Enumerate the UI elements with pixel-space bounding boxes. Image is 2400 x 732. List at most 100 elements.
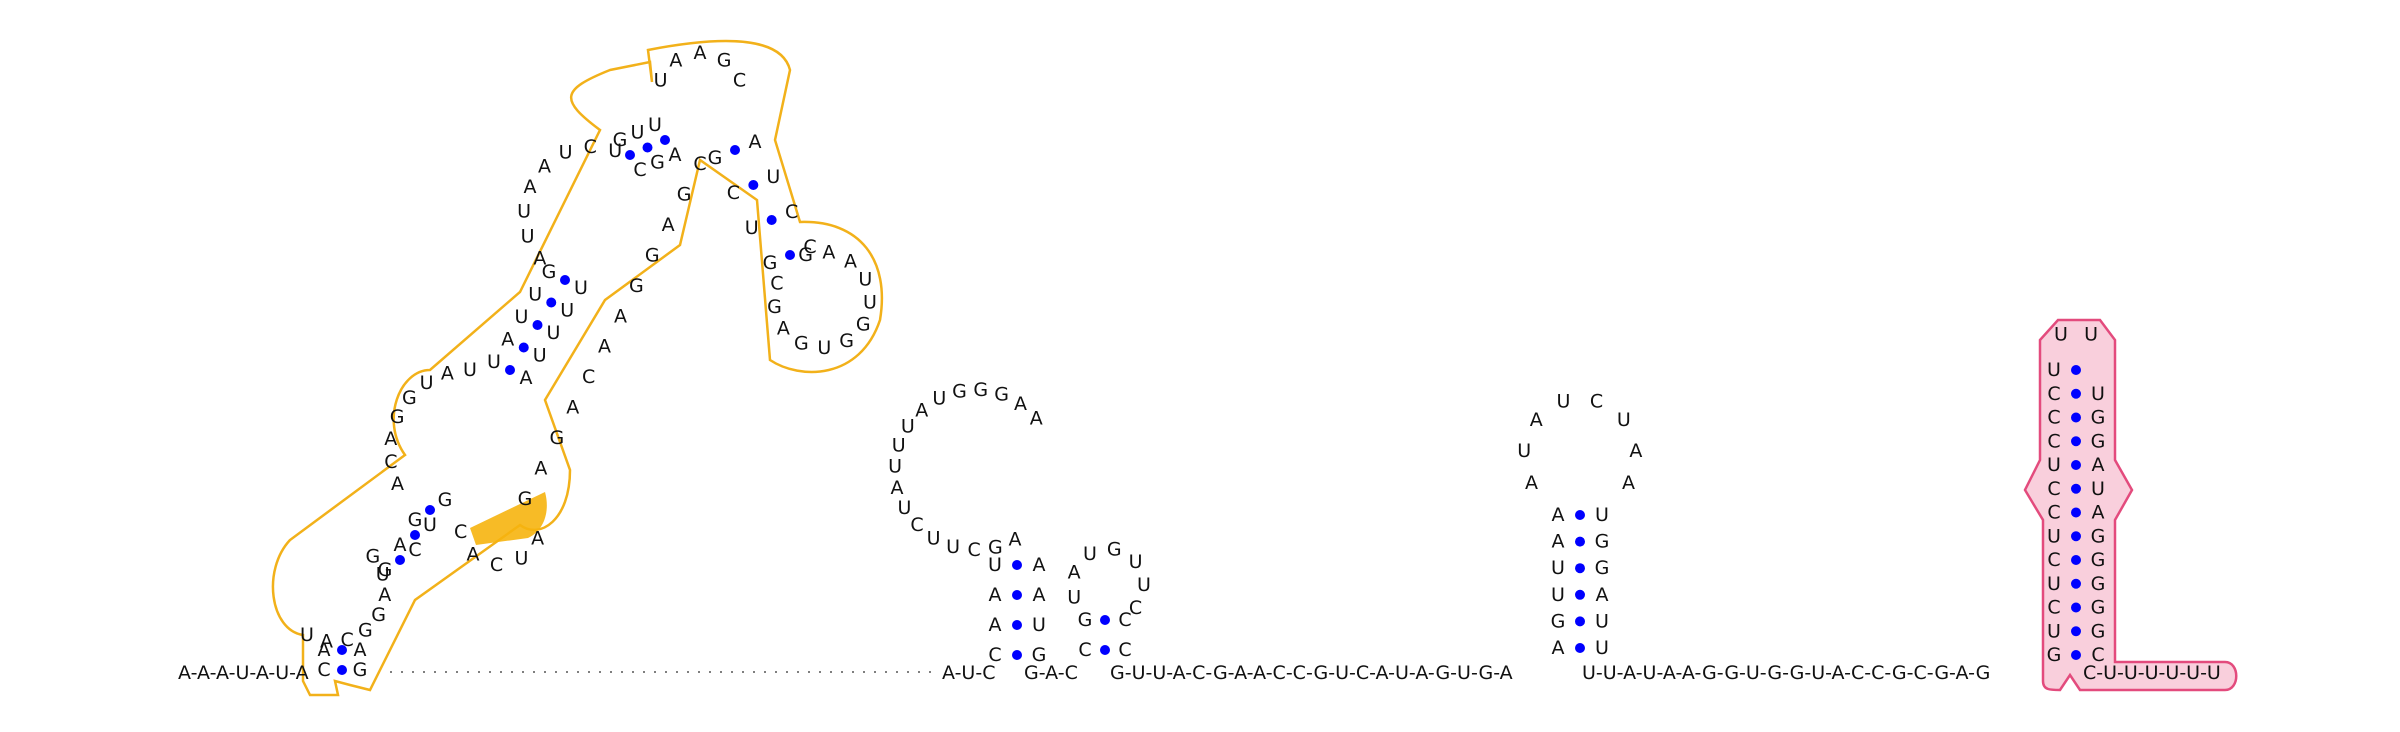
yellow-stem-3-left-0: U <box>487 351 501 373</box>
yellow-loop-1-6: U <box>376 564 390 586</box>
yellow-stem-4-left-1: U <box>631 122 645 144</box>
yellow-stem-1-pair-1 <box>337 645 347 655</box>
pink-stem-pair-2 <box>2071 602 2081 613</box>
yellow-side-loop-5: G <box>856 314 871 336</box>
yellow-stem-3-left-3: U <box>528 284 542 306</box>
hairpin3-loop-2: A <box>1530 409 1543 431</box>
yellow-loop-3-6: C <box>584 136 597 158</box>
hairpin3-stem-right-0: U <box>1595 637 1609 659</box>
pink-stem-left-1: U <box>2047 620 2061 642</box>
yellow-stem-5-pair-2 <box>766 215 777 225</box>
hairpin2-stem-pair-1 <box>1100 615 1110 625</box>
hairpin1-stem-left-0: C <box>988 644 1001 666</box>
yellow-side-loop-7: U <box>817 337 831 359</box>
hairpin3-stem-pair-0 <box>1575 643 1585 653</box>
hairpin3-stem-right-4: G <box>1595 531 1610 553</box>
pink-stem-pair-12 <box>2071 365 2081 375</box>
pink-stem-left-3: U <box>2047 573 2061 595</box>
hairpin3-stem-pair-2 <box>1575 589 1585 600</box>
hairpin3-stem-left-0: A <box>1552 637 1565 659</box>
yellow-side-loop-4: U <box>863 291 877 313</box>
yellow-loop-2-3: U <box>515 548 529 570</box>
pink-stem-pair-9 <box>2071 436 2081 447</box>
yellow-loop-3-4: A <box>538 155 551 177</box>
yellow-stem-3-pair-1 <box>518 342 529 353</box>
yellow-interior-1: C <box>384 451 397 473</box>
hairpin1-stem-right-0: G <box>1032 644 1047 666</box>
yellow-stem-5-right-3: C <box>803 236 816 258</box>
linear-sequence: A-A-A-U-A-U-A A-U-C G-A-C G-U-U-A-C-G-A-… <box>178 662 2221 684</box>
pink-stem-right-11: U <box>2091 383 2105 405</box>
yellow-stem-1-right-1: A <box>354 639 367 661</box>
hairpin3-stem-left-2: U <box>1551 584 1565 606</box>
hairpin1-loop-1: G <box>988 536 1003 558</box>
yellow-stem-5-pair-3 <box>785 250 795 260</box>
pink-stem-right-6: A <box>2092 502 2105 524</box>
yellow-loop-3-0: A <box>533 248 546 270</box>
linker-2: G-A-C <box>1024 662 1078 684</box>
hairpin2-stem-pair-0 <box>1100 645 1110 655</box>
yellow-apical-1: A <box>669 50 682 72</box>
linker-1: A-U-C <box>942 662 995 684</box>
highlight-overlays <box>271 39 2238 697</box>
yellow-loop-3-5: U <box>559 141 573 163</box>
yellow-interior-5: U <box>420 372 434 394</box>
hairpin1-stem-left-1: A <box>989 614 1002 636</box>
pink-stem-left-4: C <box>2047 549 2060 571</box>
hairpin1-loop-17: A <box>1030 408 1043 430</box>
hairpin1-loop-14: G <box>973 379 988 401</box>
yellow-stem-5-left-2: U <box>745 217 759 239</box>
hairpin3-stem-pair-4 <box>1575 536 1585 547</box>
pink-stem-right-10: G <box>2091 407 2106 429</box>
yellow-stem-5-left-3: G <box>763 252 778 274</box>
hairpin1-stem-pair-2 <box>1012 590 1022 600</box>
hairpin1-loop-16: A <box>1014 393 1027 415</box>
hairpin3-stem-left-1: G <box>1551 610 1566 632</box>
yellow-right-strand-10: G <box>677 183 692 205</box>
yellow-stem-1-pair-0 <box>337 665 347 675</box>
yellow-interior-7: U <box>463 359 477 381</box>
hairpin1-stem-left-3: U <box>988 554 1002 576</box>
pink-stem-right-7: U <box>2091 478 2105 500</box>
pink-stem-right-2: G <box>2091 597 2106 619</box>
yellow-stem-2-left-2: G <box>408 509 423 531</box>
yellow-stem-4-left-2: U <box>648 114 662 136</box>
yellow-stem-5-left-1: C <box>727 182 740 204</box>
yellow-interior-4: G <box>402 387 417 409</box>
yellow-side-loop-9: A <box>777 317 790 339</box>
yellow-stem-5-right-0: A <box>749 131 762 153</box>
hairpin2-loop-4: U <box>1129 551 1143 573</box>
pink-stem-pair-1 <box>2071 626 2081 637</box>
yellow-stem-2-right-2: G <box>438 489 453 511</box>
linker-3: G-U-U-A-C-G-A-A-C-C-G-U-C-A-U-A-G-U-G-A <box>1110 662 1513 684</box>
hairpin2-loop-3: G <box>1107 539 1122 561</box>
yellow-stem-4-right-1: G <box>650 152 665 174</box>
yellow-stem-3-pair-0 <box>505 365 515 375</box>
yellow-apical-2: A <box>694 42 707 64</box>
hairpin3-loop-7: A <box>1622 472 1635 494</box>
yellow-loop-1-1: A <box>320 631 333 653</box>
pink-stem-right-9: G <box>2091 430 2106 452</box>
hairpin3-stem-left-3: U <box>1551 557 1565 579</box>
hairpin2-stem-right-1: C <box>1118 609 1131 631</box>
hairpin3-stem-pair-1 <box>1575 616 1585 627</box>
pink-stem-right-4: G <box>2091 549 2106 571</box>
yellow-loop-1-7: G <box>365 546 380 568</box>
pink-stem-pair-6 <box>2071 507 2081 518</box>
pink-stem-left-0: G <box>2047 644 2062 666</box>
yellow-stem-2-right-1: U <box>423 514 437 536</box>
yellow-stem-2-left-1: A <box>394 534 407 556</box>
yellow-stem-4-right-2: A <box>669 144 682 166</box>
hairpin1-loop-0: A <box>1009 528 1022 550</box>
pink-loop-1: U <box>2084 324 2098 346</box>
hairpin3-stem-right-1: U <box>1595 610 1609 632</box>
yellow-right-strand-4: C <box>582 366 595 388</box>
yellow-stem-5-pair-1 <box>748 180 759 190</box>
hairpin1-loop-4: U <box>927 527 941 549</box>
hairpin1-stem-right-2: A <box>1033 584 1046 606</box>
hairpin2-loop-5: U <box>1137 574 1151 596</box>
pink-stem-left-6: C <box>2047 502 2060 524</box>
yellow-stem-1-left-1: A <box>318 639 331 661</box>
hairpin3-loop-4: C <box>1590 390 1603 412</box>
